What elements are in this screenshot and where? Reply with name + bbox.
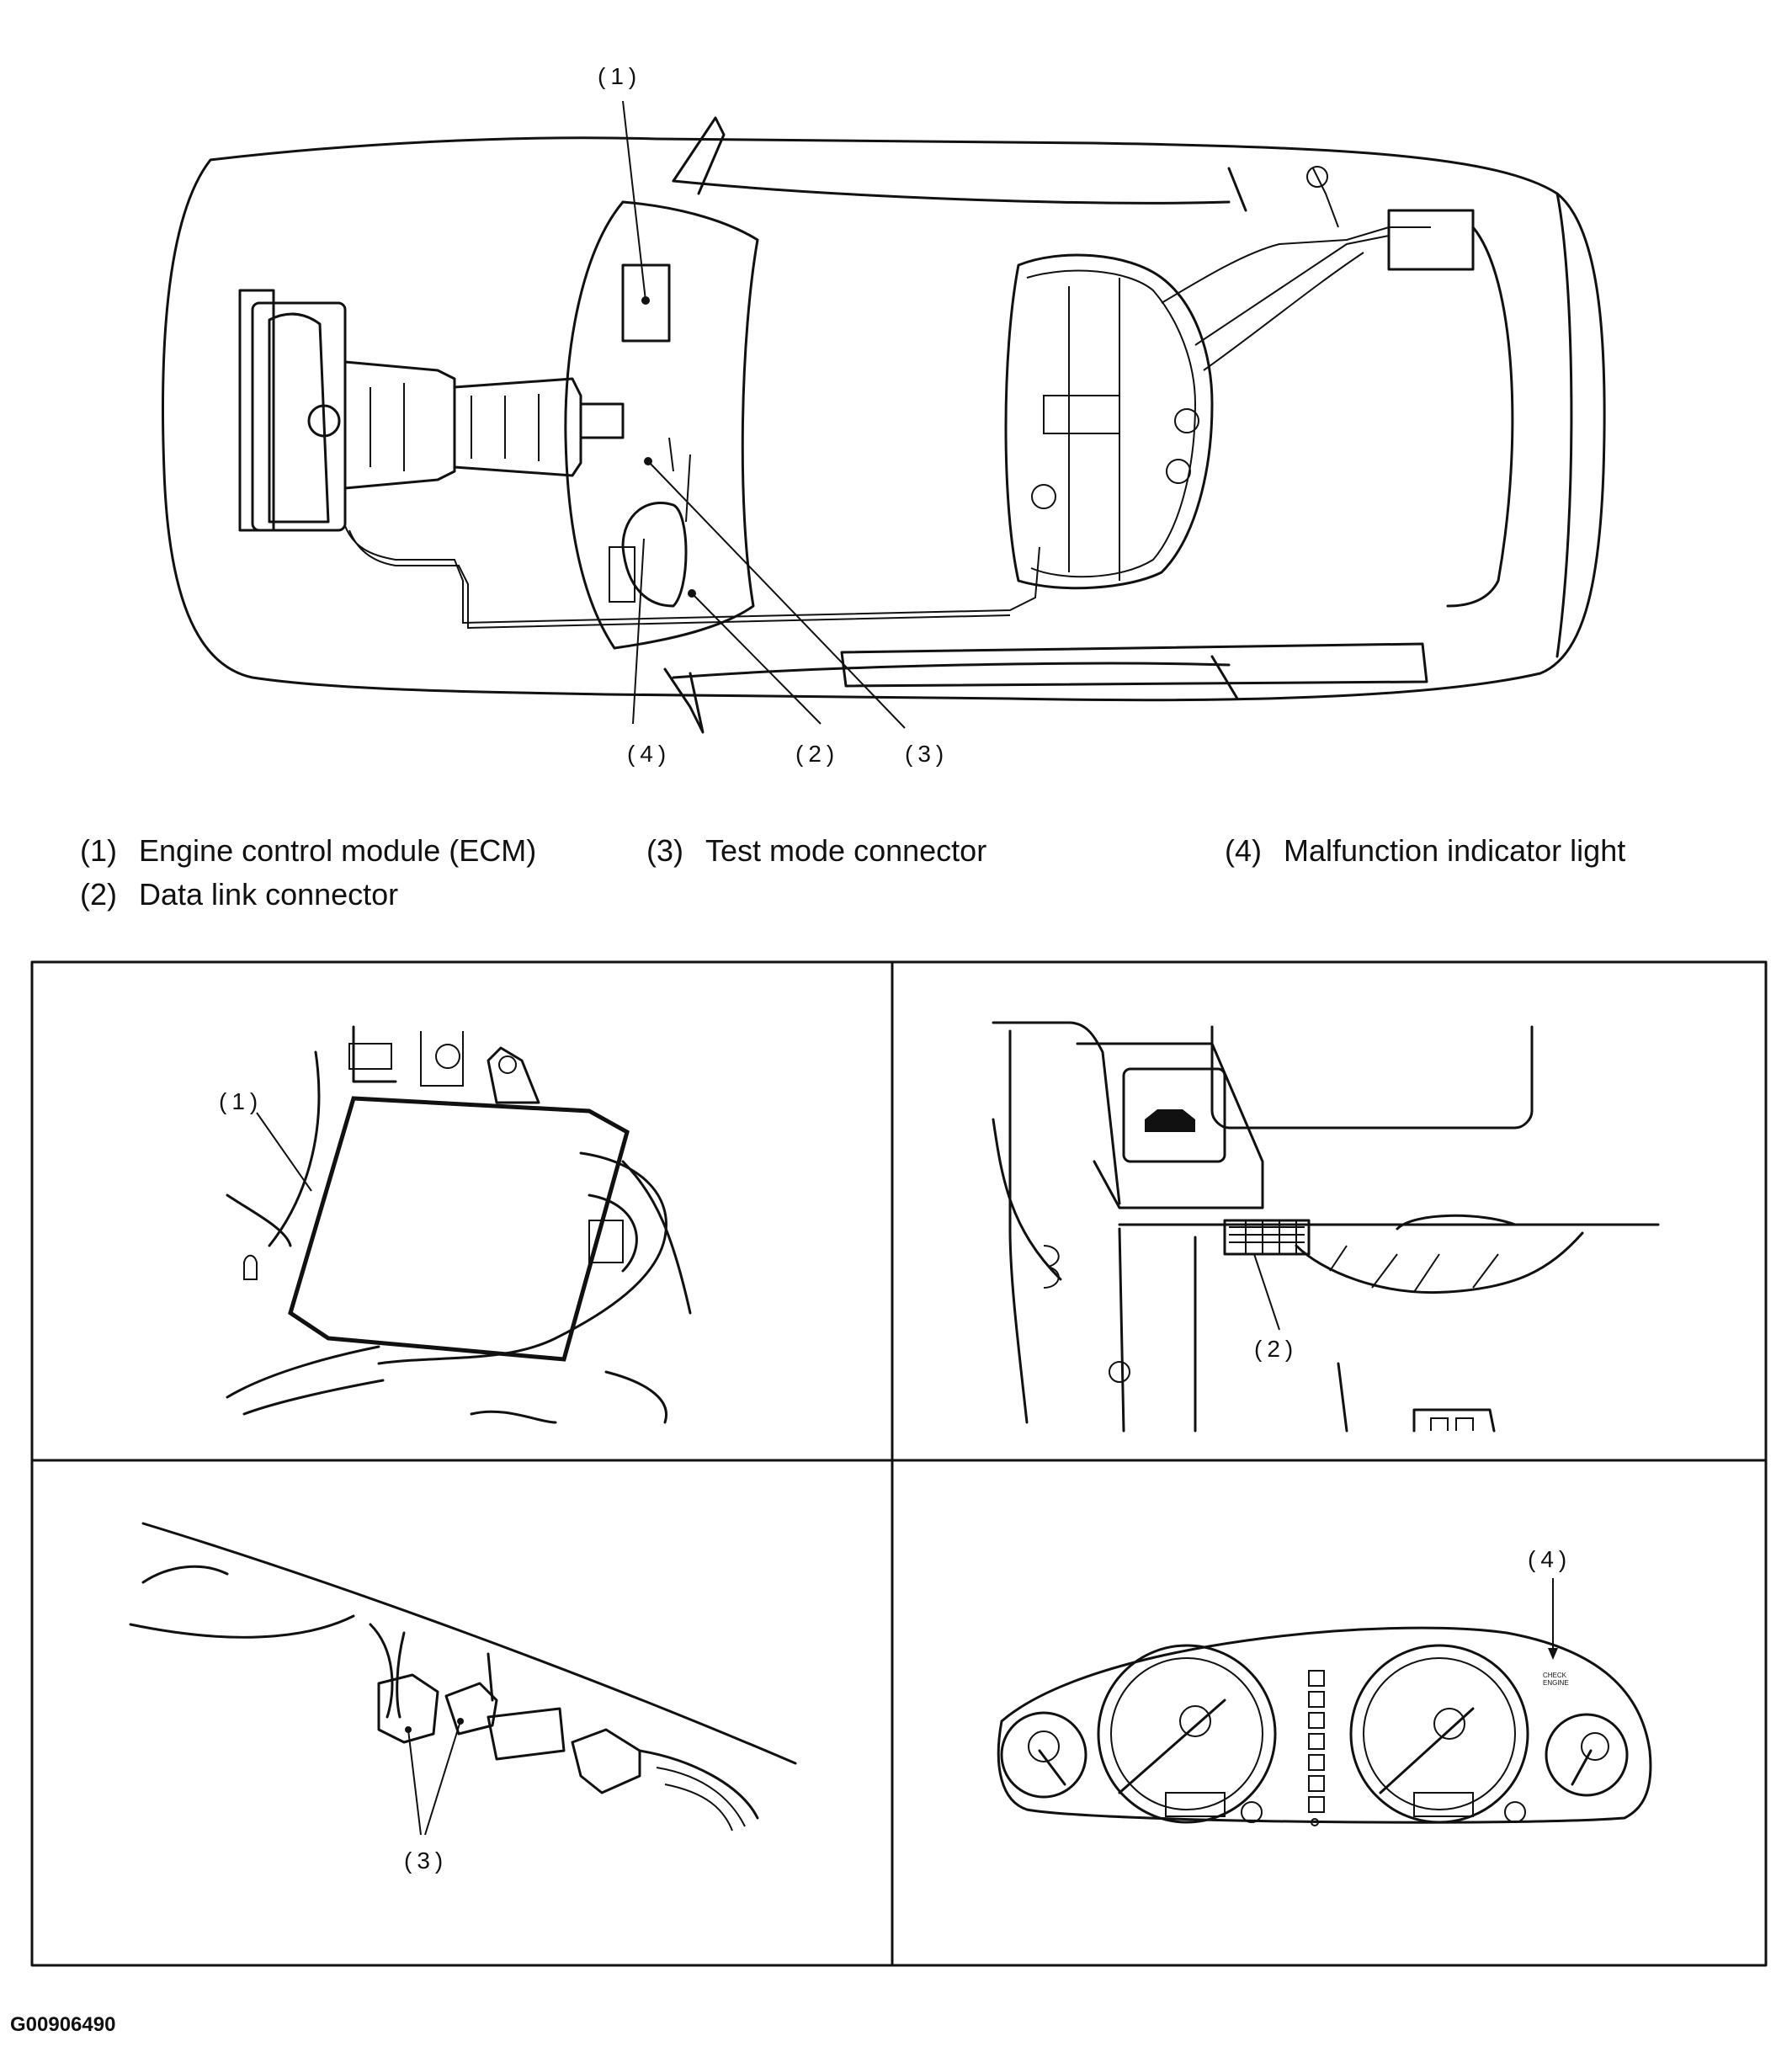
mil-location [621,501,688,608]
fuel-tank-assembly [1004,166,1475,590]
test-mode-callout: (3) [404,1847,448,1874]
legend-text: Malfunction indicator light [1284,833,1626,868]
car-body-outline [162,116,1606,734]
legend-item-2: (2) Data link connector [80,877,398,912]
legend-item-3: (3) Test mode connector [646,833,986,869]
callout-2: (2) [795,741,839,767]
panel-ecm: (1) [219,1025,692,1424]
callout-3: (3) [905,741,949,767]
callout-4: (4) [627,741,671,767]
legend-text: Data link connector [139,877,399,912]
ecm-callout: (1) [219,1088,263,1114]
panel-test-mode: (3) [129,1522,797,1874]
dlc-callout: (2) [1254,1336,1298,1362]
detail-panel-grid [30,960,1768,1967]
panel-dlc: (2) [992,1021,1660,1433]
leader-lines [622,100,906,729]
legend-num: (4) [1225,833,1262,868]
legend-item-1: (1) Engine control module (ECM) [80,833,536,869]
cluster-housing [997,1626,1652,1824]
wiring-harness [344,525,1040,625]
legend-item-4: (4) Malfunction indicator light [1225,833,1625,869]
panel-cluster: CHECK ENGINE (4) [997,1546,1652,1826]
legend-text: Engine control module (ECM) [139,833,537,868]
legend-num: (1) [80,833,117,868]
ecm-location-box [621,263,671,343]
callout-1: (1) [598,63,641,89]
speedometer [1097,1644,1277,1824]
legend-num: (2) [80,877,117,912]
engine-transmission [238,289,625,532]
figure-id: G00906490 [10,2013,116,2036]
legend-num: (3) [646,833,683,868]
cluster-callout: (4) [1528,1546,1571,1572]
temp-gauge [1545,1713,1629,1797]
tachometer [1349,1644,1529,1824]
arrow-down-icon [1548,1648,1558,1660]
legend-text: Test mode connector [705,833,987,868]
mil-text-engine: ENGINE [1543,1679,1569,1687]
fuel-gauge [1000,1711,1087,1799]
mil-text-check: CHECK [1543,1672,1567,1679]
